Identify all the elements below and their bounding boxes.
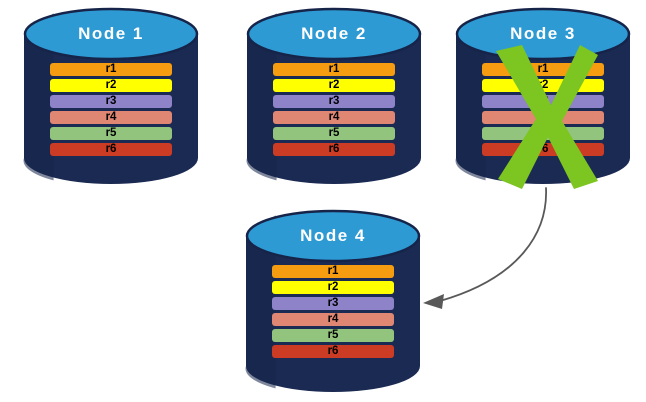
node-cylinder-2[interactable]: Node 2 r1 r2 r3 r4 r5 r6 — [246, 7, 422, 184]
replica-row[interactable]: r5 — [273, 127, 395, 140]
replica-row[interactable]: r4 — [50, 111, 172, 124]
replica-row[interactable]: r4 — [273, 111, 395, 124]
replica-row[interactable]: r5 — [50, 127, 172, 140]
replica-row[interactable]: r6 — [273, 143, 395, 156]
replica-row[interactable]: r3 — [50, 95, 172, 108]
replica-stack-4: r1 r2 r3 r4 r5 r6 — [272, 265, 394, 358]
replica-row[interactable]: r2 — [272, 281, 394, 294]
replica-row[interactable]: r2 — [50, 79, 172, 92]
replica-row[interactable]: r1 — [273, 63, 395, 76]
replica-row[interactable]: r1 — [50, 63, 172, 76]
replica-row[interactable]: r2 — [273, 79, 395, 92]
replica-row[interactable]: r6 — [50, 143, 172, 156]
replica-row[interactable]: r1 — [272, 265, 394, 278]
replica-stack-2: r1 r2 r3 r4 r5 r6 — [273, 63, 395, 156]
replica-row[interactable]: r3 — [273, 95, 395, 108]
replica-row[interactable]: r3 — [272, 297, 394, 310]
node-cylinder-4[interactable]: Node 4 r1 r2 r3 r4 r5 r6 — [245, 209, 421, 392]
replica-row[interactable]: r6 — [272, 345, 394, 358]
replica-stack-1: r1 r2 r3 r4 r5 r6 — [50, 63, 172, 156]
replica-row[interactable]: r4 — [272, 313, 394, 326]
replica-row[interactable]: r5 — [272, 329, 394, 342]
node-cylinder-1[interactable]: Node 1 r1 r2 r3 r4 r5 r6 — [23, 7, 199, 184]
